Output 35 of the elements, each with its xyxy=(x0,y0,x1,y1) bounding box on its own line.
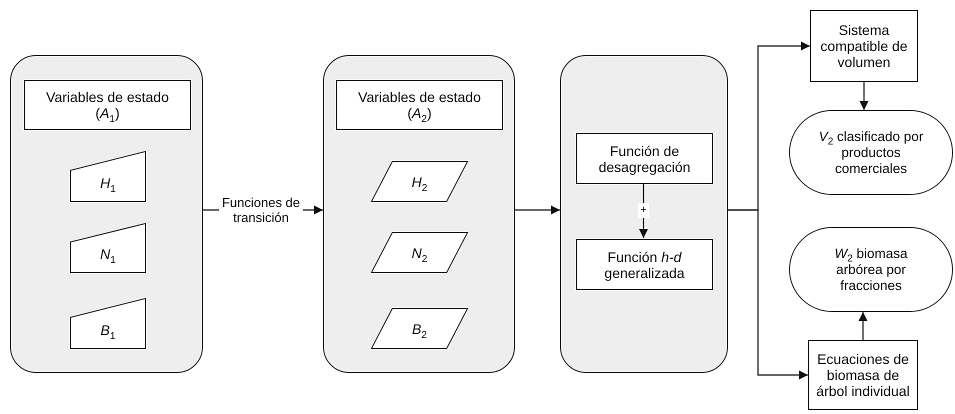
node-label: H$_{1}$ xyxy=(99,174,117,190)
process-box xyxy=(576,239,713,290)
process-box xyxy=(808,340,918,410)
process-box xyxy=(336,80,503,130)
arrow xyxy=(728,209,808,380)
node-label: H$_{2}$ xyxy=(410,174,428,190)
manual-input-shape xyxy=(70,298,146,349)
arrow xyxy=(860,82,868,110)
process-box xyxy=(576,133,713,184)
arrow xyxy=(515,206,560,214)
node-label: N$_{1}$ xyxy=(99,245,117,262)
node-label: W$_{2}$ biomasa arbórea por fracciones xyxy=(833,246,909,294)
node-label: B$_{2}$ xyxy=(411,320,428,336)
panel-background xyxy=(560,55,728,373)
process-box xyxy=(24,80,191,130)
data-parallelogram xyxy=(371,232,468,273)
arrow xyxy=(858,312,868,340)
data-parallelogram xyxy=(371,308,468,349)
node-label: N$_{2}$ xyxy=(410,244,428,260)
node-label: Sistema compatible de volumen xyxy=(819,22,909,70)
panel-background xyxy=(10,55,203,373)
node-label: Función de desagregación xyxy=(598,142,692,174)
node-label: B$_{1}$ xyxy=(100,320,116,338)
manual-input-shape xyxy=(70,223,146,273)
node-label: Variables de estado (A$_{1}$) xyxy=(45,89,170,121)
process-box xyxy=(810,10,918,82)
edge-label: Funciones de transición xyxy=(219,195,303,225)
edge-label: + xyxy=(638,203,649,218)
node-label: Ecuaciones de biomasa de árbol individual xyxy=(815,351,911,399)
data-parallelogram xyxy=(371,161,468,202)
node-label: V$_{2}$ clasificado por productos comerciales xyxy=(818,128,924,176)
panel-background xyxy=(323,55,515,373)
node-label: Variables de estado (A$_{2}$) xyxy=(357,89,482,121)
manual-input-shape xyxy=(70,151,146,202)
node-label: Función h-d generalizada xyxy=(603,248,686,280)
